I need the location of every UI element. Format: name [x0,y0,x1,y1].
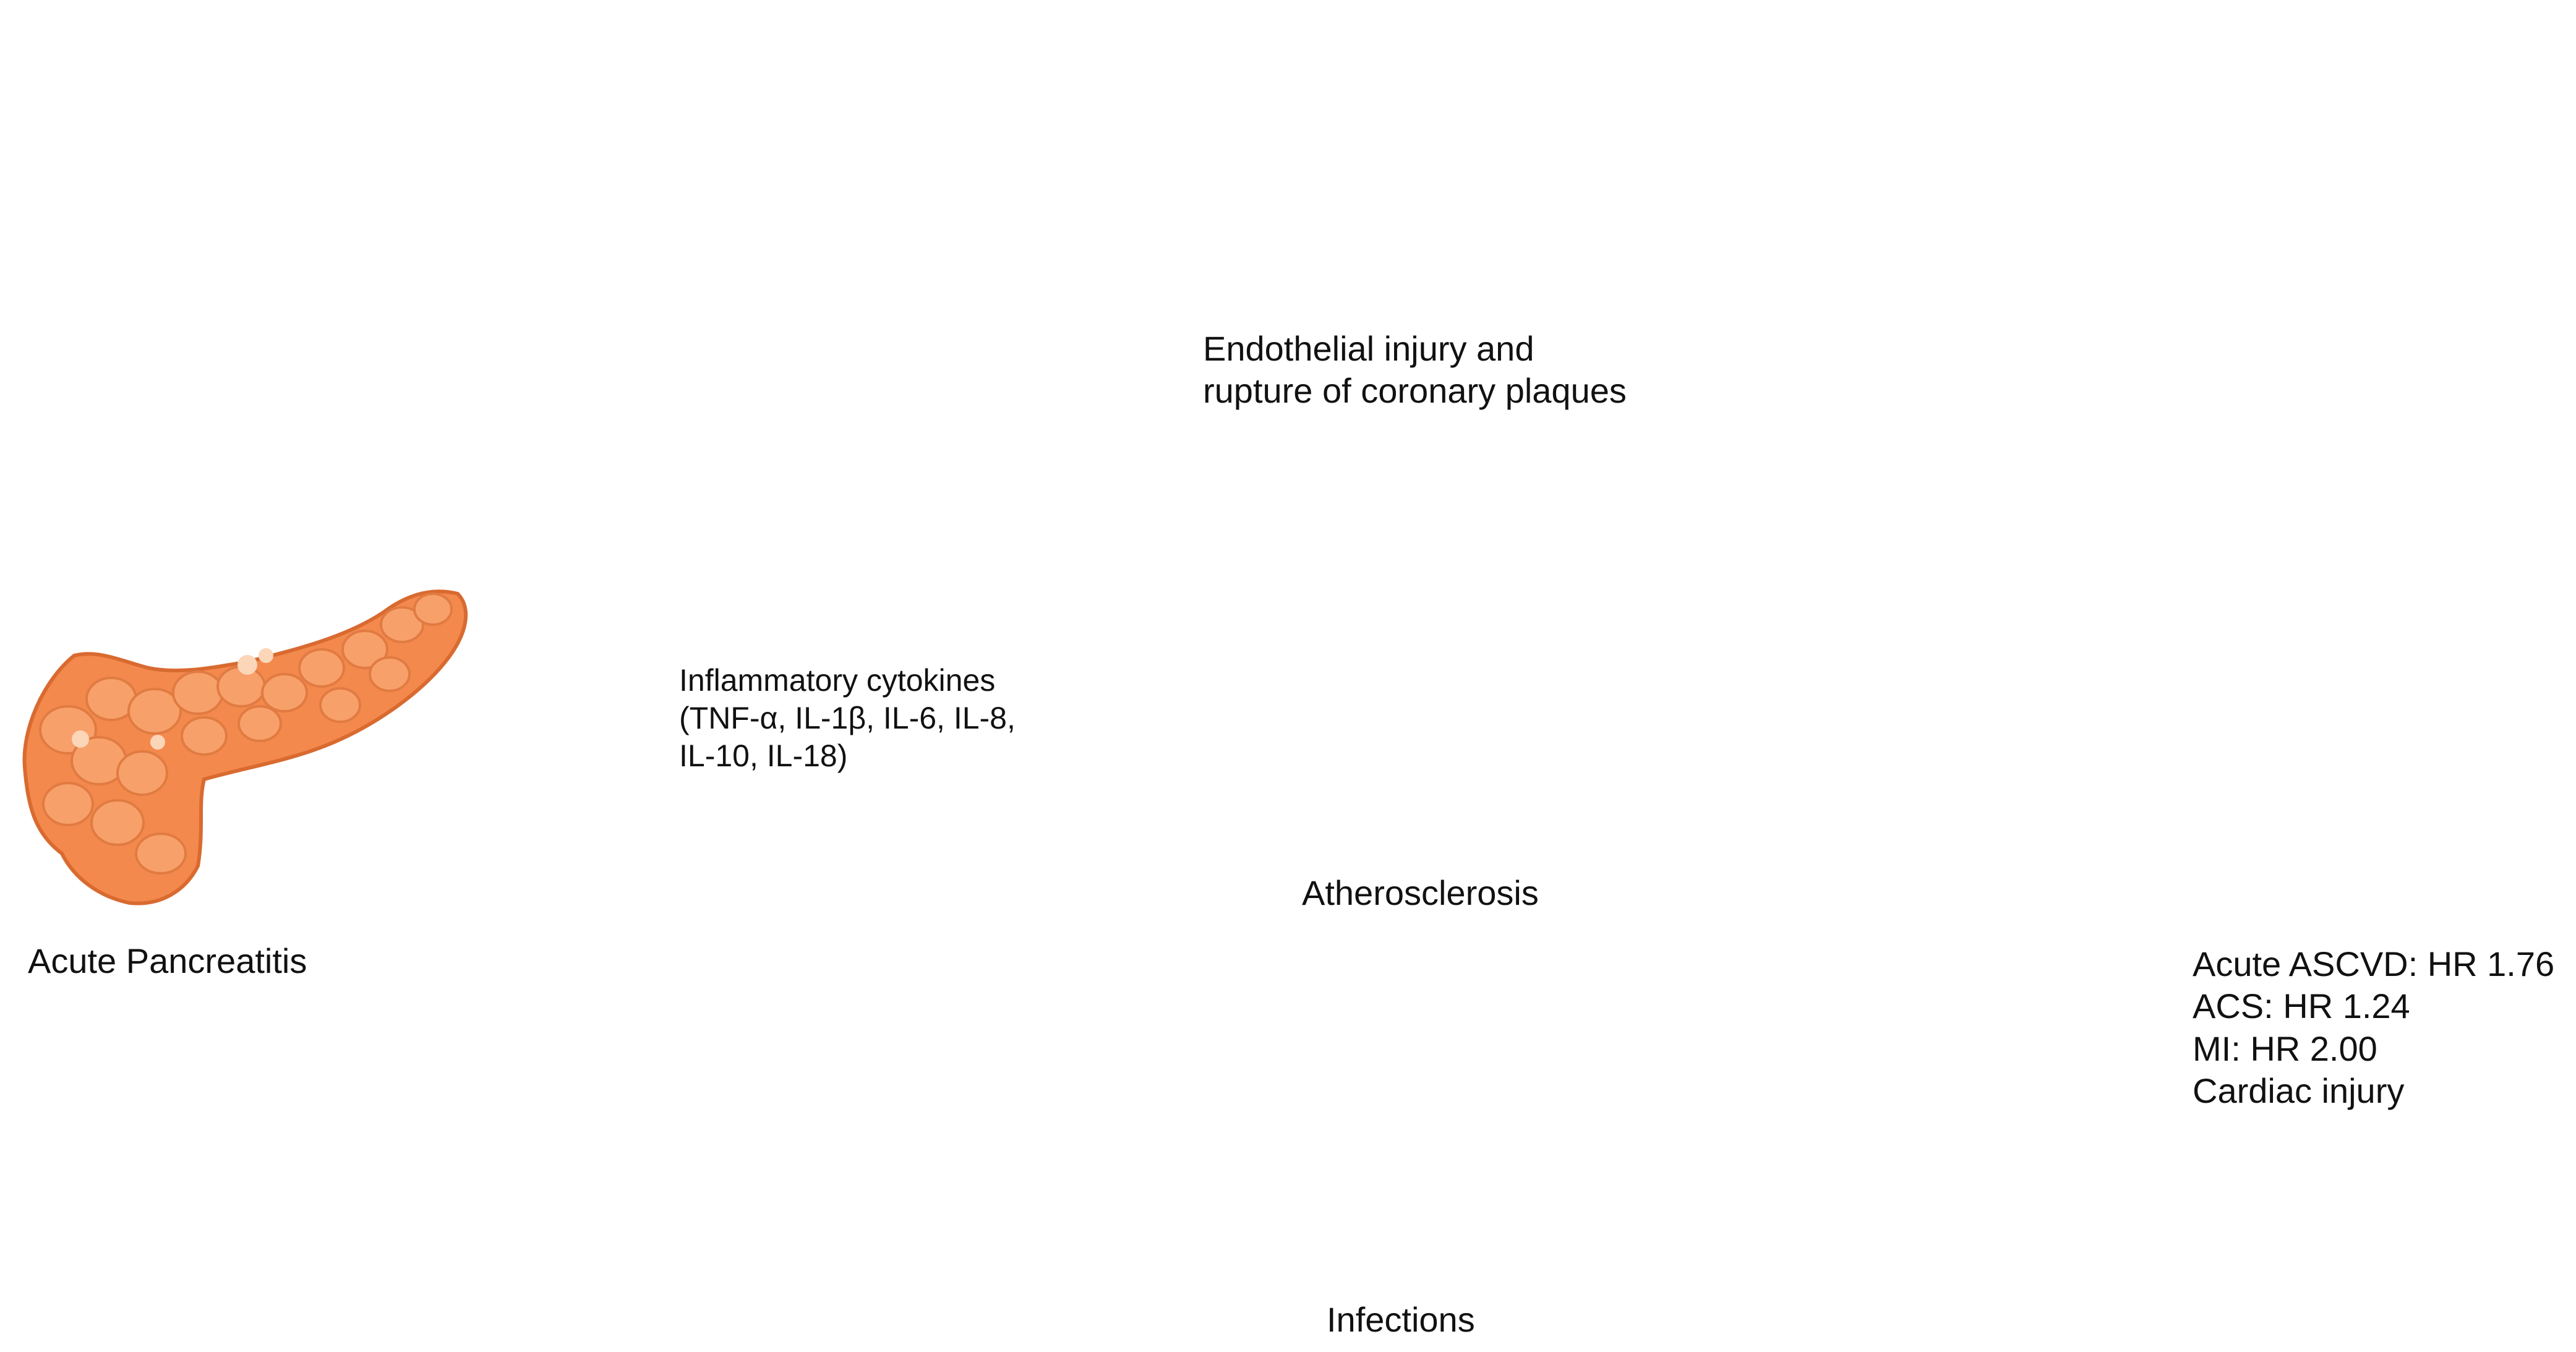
label-acute-pancreatitis: Acute Pancreatitis [28,941,307,980]
label-inflammatory-cytokines: Inflammatory cytokines (TNF-α, IL-1β, IL… [679,662,1016,775]
endothelial-line-2: rupture of coronary plaques [1203,371,1627,411]
label-atherosclerosis: Atherosclerosis [1302,873,1539,912]
outcome-acute-ascvd: Acute ASCVD: HR 1.76 [2193,944,2555,983]
label-infections: Infections [1327,1300,1475,1339]
cytokines-line-2: (TNF-α, IL-1β, IL-6, IL-8, [679,701,1016,735]
label-cardiac-outcomes: Acute ASCVD: HR 1.76 ACS: HR 1.24 MI: HR… [2193,943,2554,1112]
cytokines-line-1: Inflammatory cytokines [679,663,996,698]
cytokines-line-3: IL-10, IL-18) [679,738,848,773]
outcome-acs: ACS: HR 1.24 [2193,986,2410,1026]
label-endothelial-injury: Endothelial injury and rupture of corona… [1203,328,1627,413]
endothelial-line-1: Endothelial injury and [1203,329,1534,368]
outcome-cardiac-injury: Cardiac injury [2193,1071,2405,1110]
pancreas-icon [22,589,468,905]
outcome-mi: MI: HR 2.00 [2193,1029,2377,1068]
